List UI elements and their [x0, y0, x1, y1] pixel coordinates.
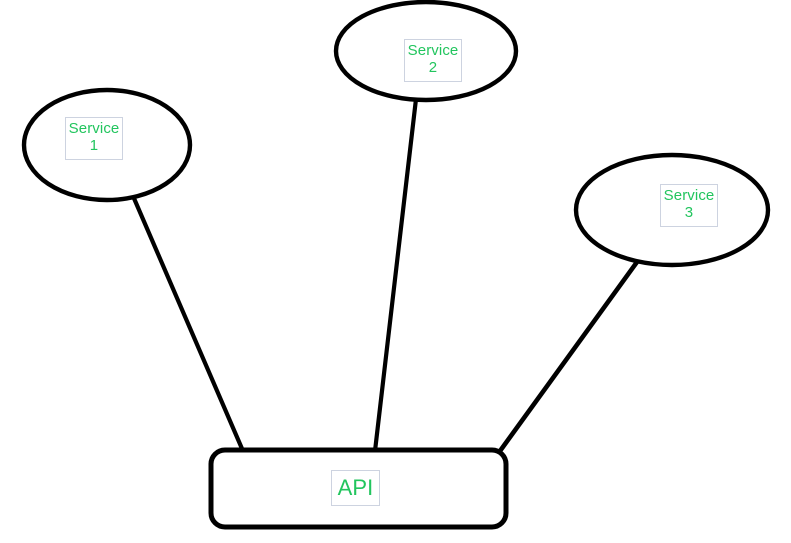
node-api-label: API: [331, 470, 380, 506]
node-service-3-label: Service 3: [660, 184, 718, 227]
edge-service1-api[interactable]: [130, 193, 246, 454]
node-api-label-line1: API: [337, 474, 374, 500]
node-service-3-label-line1: Service: [663, 187, 715, 204]
node-service-1-label-line1: Service: [68, 120, 120, 137]
node-service-1-label-line2: 1: [89, 136, 99, 154]
node-service-2-label: Service 2: [404, 39, 462, 82]
node-service-1-label: Service 1: [65, 117, 123, 160]
node-service-2-label-line2: 2: [428, 58, 438, 76]
node-service-2-label-line1: Service: [407, 42, 459, 59]
node-service-3-label-line2: 3: [684, 203, 694, 221]
edge-service3-api[interactable]: [497, 259, 640, 454]
edge-service2-api[interactable]: [372, 96, 419, 454]
